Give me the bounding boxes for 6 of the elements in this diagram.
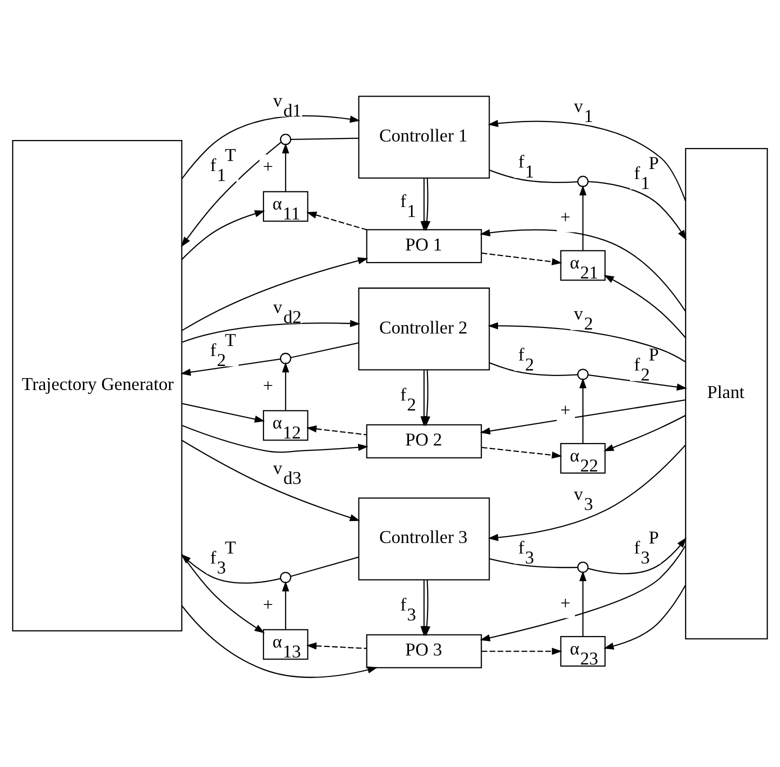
edge-label: + xyxy=(560,592,570,613)
edge-label: + xyxy=(262,375,274,396)
edge-label: + xyxy=(560,400,570,420)
edge-label: + xyxy=(560,206,570,227)
edge-label: + xyxy=(262,594,274,614)
edge-label: + xyxy=(262,156,274,176)
